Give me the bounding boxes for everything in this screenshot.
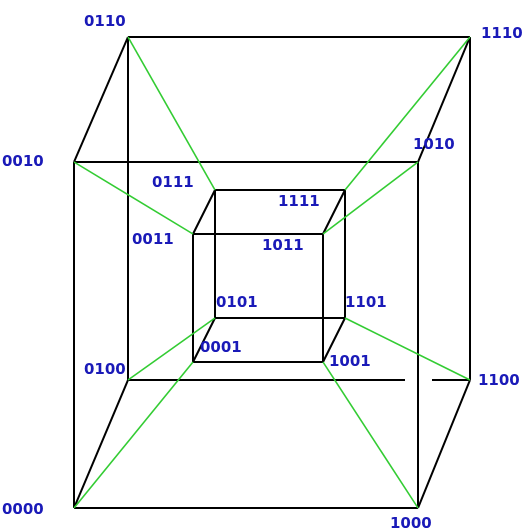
label-1010: 1010 [413,135,455,153]
edge-0110-0010 [73,36,129,163]
link-0010-0011 [73,161,194,235]
link-0110-0111 [127,36,216,191]
link-0000-0001 [73,361,194,509]
link-1010-1011 [322,161,419,235]
label-0111: 0111 [152,173,194,191]
inner-cube-edges [192,189,346,363]
label-0011: 0011 [132,230,174,248]
label-0100: 0100 [84,360,126,378]
link-1000-1001 [322,361,419,509]
label-0101: 0101 [216,293,258,311]
label-0000: 0000 [2,500,44,518]
label-1101: 1101 [345,293,387,311]
link-1100-1101 [344,317,471,381]
label-1111: 1111 [278,192,320,210]
label-0010: 0010 [2,152,44,170]
edge-0101-0001 [192,317,216,363]
label-1001: 1001 [329,352,371,370]
edge-1100-1000 [417,379,471,509]
label-1011: 1011 [262,236,304,254]
edge-0111-0011 [192,189,216,235]
label-0001: 0001 [200,338,242,356]
edge-1111-1011 [322,189,346,235]
label-0110: 0110 [84,12,126,30]
edge-1101-1001 [322,317,346,363]
edge-1110-1010 [417,36,471,163]
label-1110: 1110 [481,24,523,42]
vertex-labels: 0110 1110 0010 1010 0111 1111 0011 1011 … [2,12,523,530]
label-1100: 1100 [478,371,520,389]
label-1000: 1000 [390,514,432,530]
outer-cube-edges [73,36,471,509]
link-0100-0101 [127,317,216,381]
link-1110-1111 [344,36,471,191]
connecting-edges [73,36,471,509]
edge-0100-0000 [73,379,129,509]
